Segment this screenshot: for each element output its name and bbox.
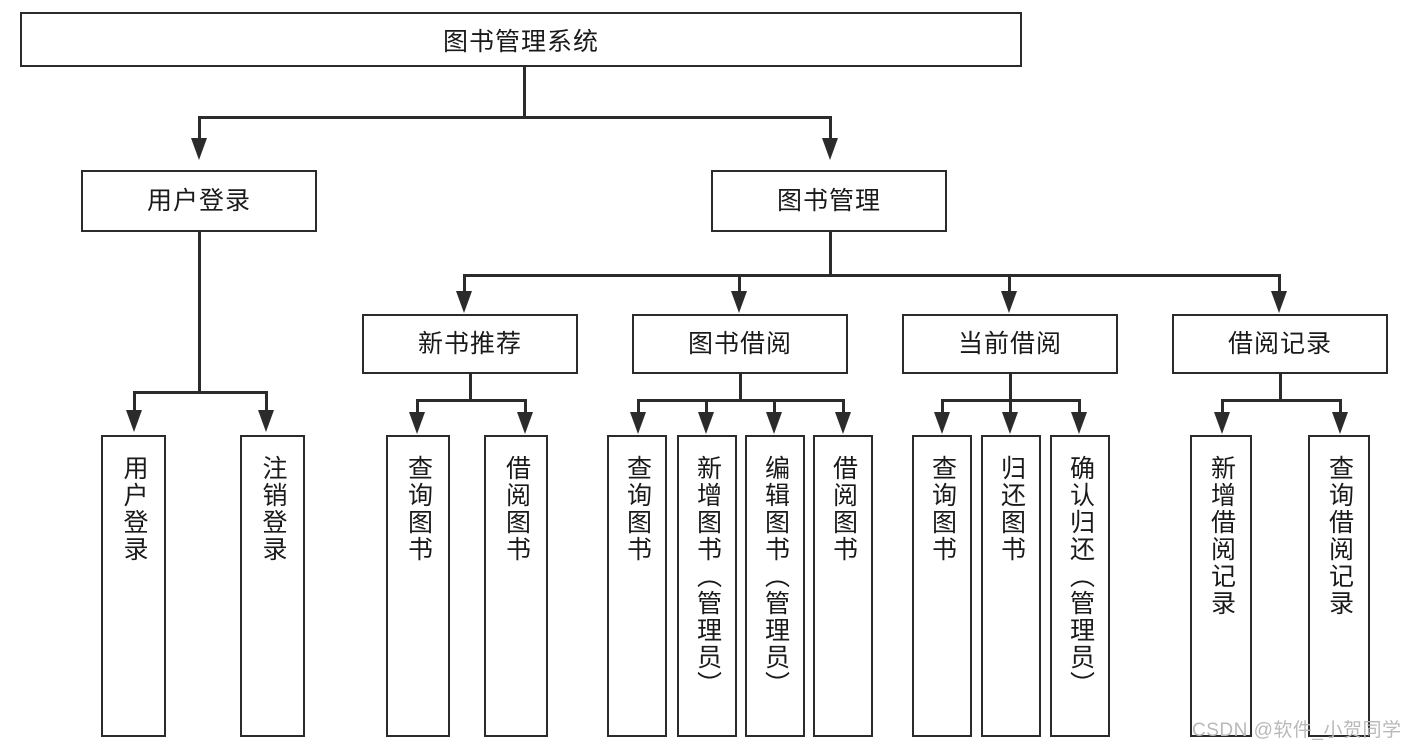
node-label: 查询图书 — [928, 455, 957, 563]
arrowhead-to-leaf-confirm-return — [1071, 412, 1087, 434]
arrowhead-root-to-book-mgmt — [822, 138, 838, 160]
connector-book-borrow-bus — [637, 399, 845, 402]
connector-current-borrow-drop-3 — [1078, 399, 1081, 415]
connector-borrow-record-stem — [1279, 374, 1282, 401]
node-label: 新书推荐 — [417, 329, 522, 358]
node-leaf-edit-book-admin[interactable]: 编辑图书（管理员） — [745, 435, 805, 737]
arrowhead-to-new-book-rec — [456, 291, 472, 313]
connector-book-mgmt-drop-1 — [463, 274, 466, 294]
connector-root-stem — [523, 67, 526, 117]
node-label: 查询图书 — [404, 455, 433, 563]
connector-user-login-drop-2 — [265, 391, 268, 413]
node-label: 用户登录 — [146, 186, 251, 215]
arrowhead-to-leaf-user-login — [126, 410, 142, 432]
node-user-login[interactable]: 用户登录 — [81, 170, 317, 232]
connector-book-mgmt-drop-2 — [738, 274, 741, 294]
connector-borrow-record-drop-1 — [1221, 399, 1224, 415]
connector-book-borrow-stem — [739, 374, 742, 401]
node-borrow-record[interactable]: 借阅记录 — [1172, 314, 1388, 374]
node-leaf-confirm-return-admin[interactable]: 确认归还（管理员） — [1050, 435, 1110, 737]
connector-book-borrow-drop-4 — [842, 399, 845, 415]
node-leaf-query-book-current[interactable]: 查询图书 — [912, 435, 972, 737]
node-label: 用户登录 — [120, 455, 148, 563]
connector-current-borrow-drop-1 — [941, 399, 944, 415]
node-leaf-query-book-borrow[interactable]: 查询图书 — [607, 435, 667, 737]
arrowhead-to-leaf-query-book-3 — [934, 412, 950, 434]
connector-user-login-bus — [133, 391, 267, 394]
node-label: 借阅图书 — [829, 455, 858, 563]
node-label: 新增借阅记录 — [1207, 455, 1236, 617]
node-root-system[interactable]: 图书管理系统 — [20, 12, 1022, 67]
connector-book-mgmt-stem — [829, 232, 832, 276]
connector-book-mgmt-drop-3 — [1008, 274, 1011, 294]
node-leaf-logout[interactable]: 注销登录 — [240, 435, 305, 737]
node-book-management[interactable]: 图书管理 — [711, 170, 947, 232]
node-leaf-user-login[interactable]: 用户登录 — [101, 435, 166, 737]
node-leaf-return-book[interactable]: 归还图书 — [981, 435, 1041, 737]
arrowhead-to-leaf-borrow-book-1 — [517, 412, 533, 434]
node-leaf-query-book-rec[interactable]: 查询图书 — [386, 435, 450, 737]
connector-book-borrow-drop-2 — [705, 399, 708, 415]
node-leaf-borrow-book-rec[interactable]: 借阅图书 — [484, 435, 548, 737]
connector-new-book-drop-2 — [524, 399, 527, 415]
connector-borrow-record-bus — [1221, 399, 1341, 402]
connector-book-mgmt-drop-4 — [1278, 274, 1281, 294]
node-label: 图书管理系统 — [442, 27, 599, 56]
watermark-csdn: CSDN @软件_小贺同学 — [1192, 715, 1401, 742]
connector-current-borrow-stem — [1009, 374, 1012, 401]
node-new-book-recommend[interactable]: 新书推荐 — [362, 314, 578, 374]
node-label: 借阅记录 — [1227, 329, 1332, 358]
arrowhead-to-borrow-record — [1271, 291, 1287, 313]
node-label: 当前借阅 — [957, 329, 1062, 358]
arrowhead-to-leaf-return-book — [1002, 412, 1018, 434]
connector-current-borrow-drop-2 — [1009, 399, 1012, 415]
arrowhead-to-book-borrow — [731, 291, 747, 313]
connector-user-login-stem — [198, 232, 201, 393]
connector-root-drop-2 — [829, 116, 832, 142]
connector-new-book-drop-1 — [416, 399, 419, 415]
node-leaf-add-book-admin[interactable]: 新增图书（管理员） — [677, 435, 737, 737]
connector-root-bus — [198, 116, 831, 119]
node-book-borrow[interactable]: 图书借阅 — [632, 314, 848, 374]
connector-user-login-drop-1 — [133, 391, 136, 413]
connector-book-mgmt-bus — [463, 274, 1281, 277]
arrowhead-to-leaf-add-book — [698, 412, 714, 434]
connector-root-drop-1 — [198, 116, 201, 142]
connector-book-borrow-drop-1 — [637, 399, 640, 415]
arrowhead-to-leaf-edit-book — [766, 412, 782, 434]
node-label: 图书管理 — [776, 186, 881, 215]
node-label: 编辑图书（管理员） — [761, 455, 790, 698]
arrowhead-to-current-borrow — [1001, 291, 1017, 313]
arrowhead-to-leaf-query-book-1 — [409, 412, 425, 434]
connector-new-book-bus — [416, 399, 526, 402]
connector-book-borrow-drop-3 — [773, 399, 776, 415]
arrowhead-to-leaf-logout — [258, 410, 274, 432]
node-current-borrow[interactable]: 当前借阅 — [902, 314, 1118, 374]
arrowhead-to-leaf-query-record — [1332, 412, 1348, 434]
node-leaf-borrow-book[interactable]: 借阅图书 — [813, 435, 873, 737]
node-leaf-add-borrow-record[interactable]: 新增借阅记录 — [1190, 435, 1252, 737]
connector-new-book-stem — [469, 374, 472, 401]
connector-borrow-record-drop-2 — [1339, 399, 1342, 415]
arrowhead-to-leaf-borrow-book-2 — [835, 412, 851, 434]
node-label: 查询图书 — [623, 455, 652, 563]
node-label: 查询借阅记录 — [1325, 455, 1354, 617]
node-label: 确认归还（管理员） — [1066, 455, 1095, 698]
node-leaf-query-borrow-record[interactable]: 查询借阅记录 — [1308, 435, 1370, 737]
arrowhead-to-leaf-query-book-2 — [630, 412, 646, 434]
watermark-text: CSDN @软件_小贺同学 — [1192, 720, 1402, 741]
node-label: 图书借阅 — [687, 329, 792, 358]
node-label: 归还图书 — [997, 455, 1026, 563]
node-label: 新增图书（管理员） — [693, 455, 722, 698]
node-label: 借阅图书 — [502, 455, 531, 563]
arrowhead-to-leaf-add-record — [1214, 412, 1230, 434]
arrowhead-root-to-user-login — [191, 138, 207, 160]
node-label: 注销登录 — [259, 455, 287, 563]
